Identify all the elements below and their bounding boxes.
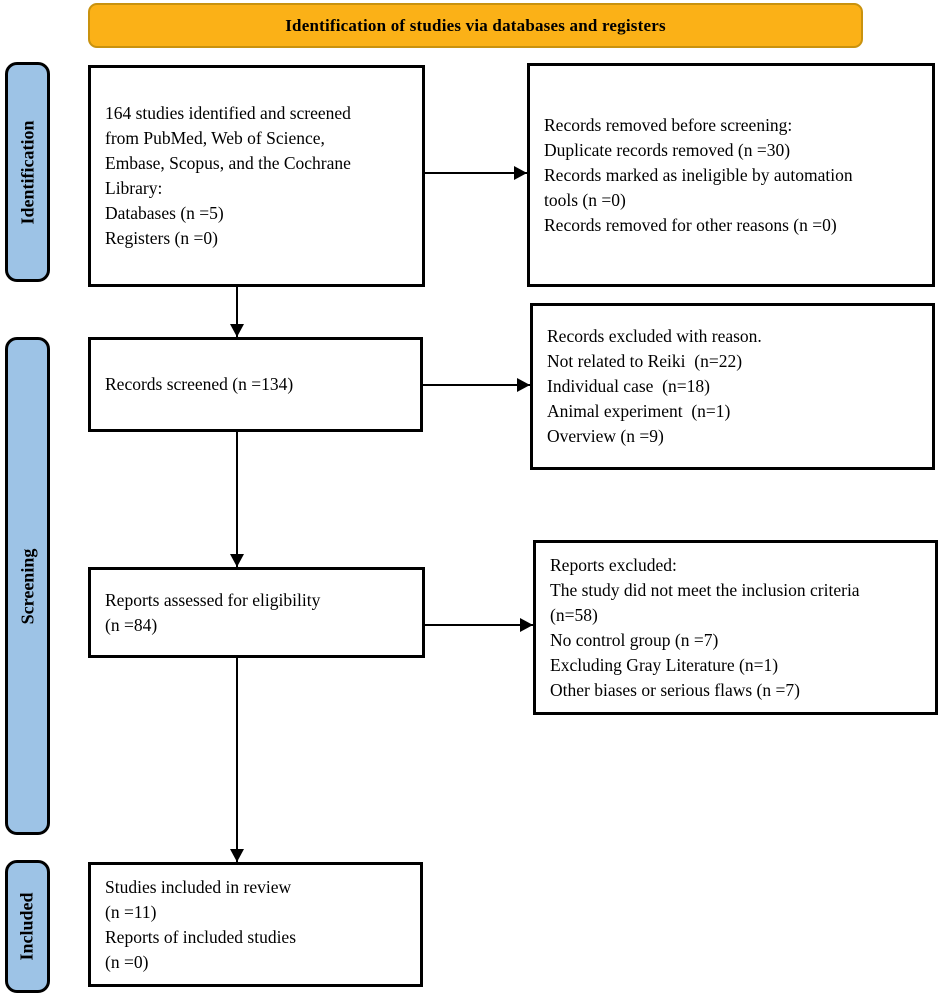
stage-bar-identification: Identification (5, 62, 50, 282)
box-reports-assessed-text: Reports assessed for eligibility (n =84) (105, 589, 321, 635)
arrow-screened-to-assessed (236, 432, 238, 567)
arrow-assessed-to-reports-excluded (425, 624, 533, 626)
box-records-excluded-text: Records excluded with reason. Not relate… (547, 326, 762, 446)
box-studies-identified: 164 studies identified and screened from… (88, 65, 425, 287)
box-reports-excluded-text: Reports excluded: The study did not meet… (550, 554, 860, 700)
arrow-assessed-to-included (236, 658, 238, 862)
arrow-identified-to-removed (425, 172, 527, 174)
box-reports-excluded: Reports excluded: The study did not meet… (533, 540, 938, 715)
box-records-excluded: Records excluded with reason. Not relate… (530, 303, 935, 470)
stage-label-screening: Screening (17, 548, 38, 624)
stage-bar-screening: Screening (5, 337, 50, 835)
box-records-screened: Records screened (n =134) (88, 337, 423, 432)
box-reports-assessed: Reports assessed for eligibility (n =84) (88, 567, 425, 658)
box-records-removed-text: Records removed before screening: Duplic… (544, 114, 853, 235)
stage-label-identification: Identification (17, 119, 38, 225)
stage-bar-included: Included (5, 860, 50, 993)
box-records-removed: Records removed before screening: Duplic… (527, 63, 935, 287)
box-studies-included: Studies included in review (n =11) Repor… (88, 862, 423, 987)
arrow-screened-to-excluded (423, 384, 530, 386)
box-studies-identified-text: 164 studies identified and screened from… (105, 103, 351, 248)
box-records-screened-text: Records screened (n =134) (105, 374, 294, 394)
box-studies-included-text: Studies included in review (n =11) Repor… (105, 876, 297, 972)
title-banner: Identification of studies via databases … (88, 3, 863, 48)
stage-label-included: Included (17, 892, 37, 961)
arrow-identified-to-screened (236, 287, 238, 337)
diagram-title: Identification of studies via databases … (285, 15, 666, 35)
